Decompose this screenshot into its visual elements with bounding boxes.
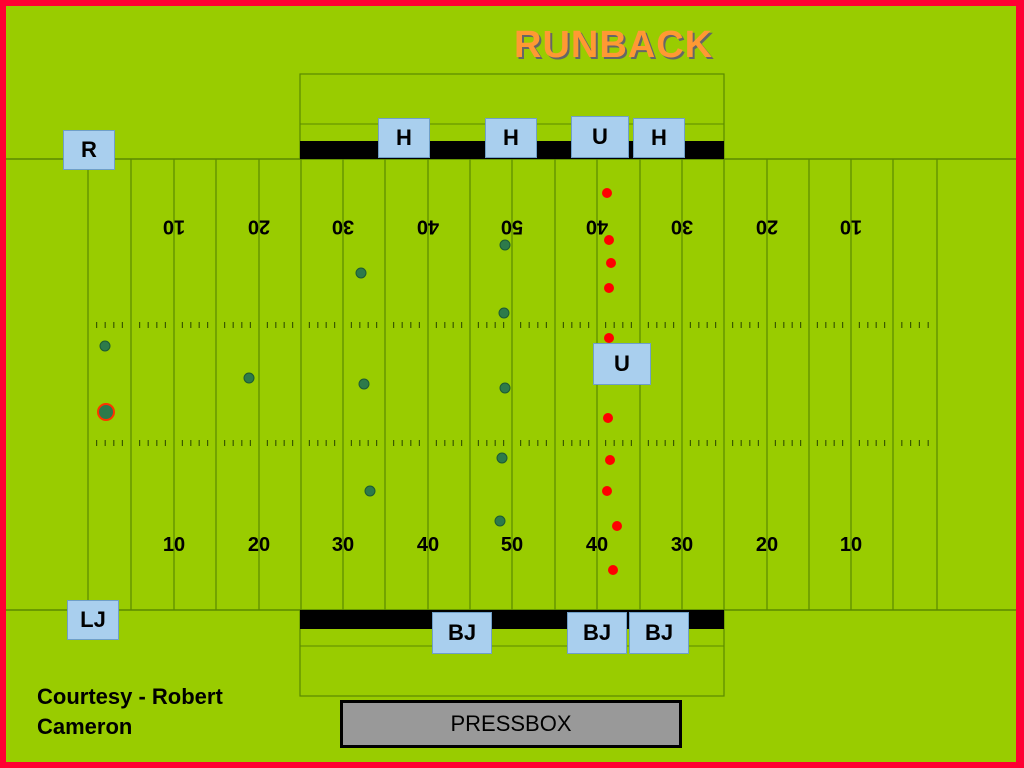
red-player-dot bbox=[606, 258, 616, 268]
ball-carrier-dot bbox=[97, 403, 115, 421]
yard-number-top: 20 bbox=[756, 216, 778, 238]
red-player-dot bbox=[604, 283, 614, 293]
yard-number-bottom: 10 bbox=[840, 534, 862, 556]
yard-number-top: 20 bbox=[248, 216, 270, 238]
green-player-dot bbox=[499, 239, 511, 251]
red-player-dot bbox=[602, 188, 612, 198]
red-player-dot bbox=[604, 333, 614, 343]
red-player-dot bbox=[604, 235, 614, 245]
red-player-dot bbox=[612, 521, 622, 531]
official-lj: LJ bbox=[67, 600, 119, 640]
official-r: R bbox=[63, 130, 115, 170]
official-h-right: H bbox=[633, 118, 685, 158]
red-player-dot bbox=[603, 413, 613, 423]
green-player-dot bbox=[496, 452, 508, 464]
field-lines bbox=[6, 73, 1016, 697]
yard-number-top: 30 bbox=[671, 216, 693, 238]
yard-number-bottom: 20 bbox=[756, 534, 778, 556]
credit-text: Courtesy - Robert Cameron bbox=[37, 684, 223, 739]
diagram-title: RUNBACK bbox=[514, 24, 714, 66]
pressbox: PRESSBOX bbox=[340, 700, 682, 748]
yard-number-top: 40 bbox=[586, 216, 608, 238]
official-u-field: U bbox=[593, 343, 651, 385]
yard-number-bottom: 40 bbox=[586, 534, 608, 556]
official-bj-left: BJ bbox=[432, 612, 492, 654]
red-player-dot bbox=[605, 455, 615, 465]
players bbox=[97, 188, 622, 575]
yard-number-bottom: 10 bbox=[163, 534, 185, 556]
official-h-center: H bbox=[485, 118, 537, 158]
green-player-dot bbox=[499, 382, 511, 394]
official-bj-right: BJ bbox=[629, 612, 689, 654]
yard-number-bottom: 50 bbox=[501, 534, 523, 556]
official-h-left: H bbox=[378, 118, 430, 158]
green-player-dot bbox=[99, 340, 111, 352]
red-player-dot bbox=[608, 565, 618, 575]
official-u-top: U bbox=[571, 116, 629, 158]
yard-number-bottom: 40 bbox=[417, 534, 439, 556]
yard-number-bottom: 20 bbox=[248, 534, 270, 556]
green-player-dot bbox=[498, 307, 510, 319]
yard-number-top: 10 bbox=[163, 216, 185, 238]
official-bj-center: BJ bbox=[567, 612, 627, 654]
yard-number-top: 40 bbox=[417, 216, 439, 238]
yard-number-top: 30 bbox=[332, 216, 354, 238]
yard-number-top: 10 bbox=[840, 216, 862, 238]
red-player-dot bbox=[602, 486, 612, 496]
yard-number-bottom: 30 bbox=[332, 534, 354, 556]
green-player-dot bbox=[243, 372, 255, 384]
yard-number-bottom: 30 bbox=[671, 534, 693, 556]
yard-numbers: 10 20 30 40 50 40 30 20 10 10 20 30 40 50 40 30 20 10 bbox=[163, 216, 862, 556]
green-player-dot bbox=[358, 378, 370, 390]
green-player-dot bbox=[364, 485, 376, 497]
green-player-dot bbox=[355, 267, 367, 279]
green-player-dot bbox=[494, 515, 506, 527]
yard-number-top: 50 bbox=[501, 216, 523, 238]
